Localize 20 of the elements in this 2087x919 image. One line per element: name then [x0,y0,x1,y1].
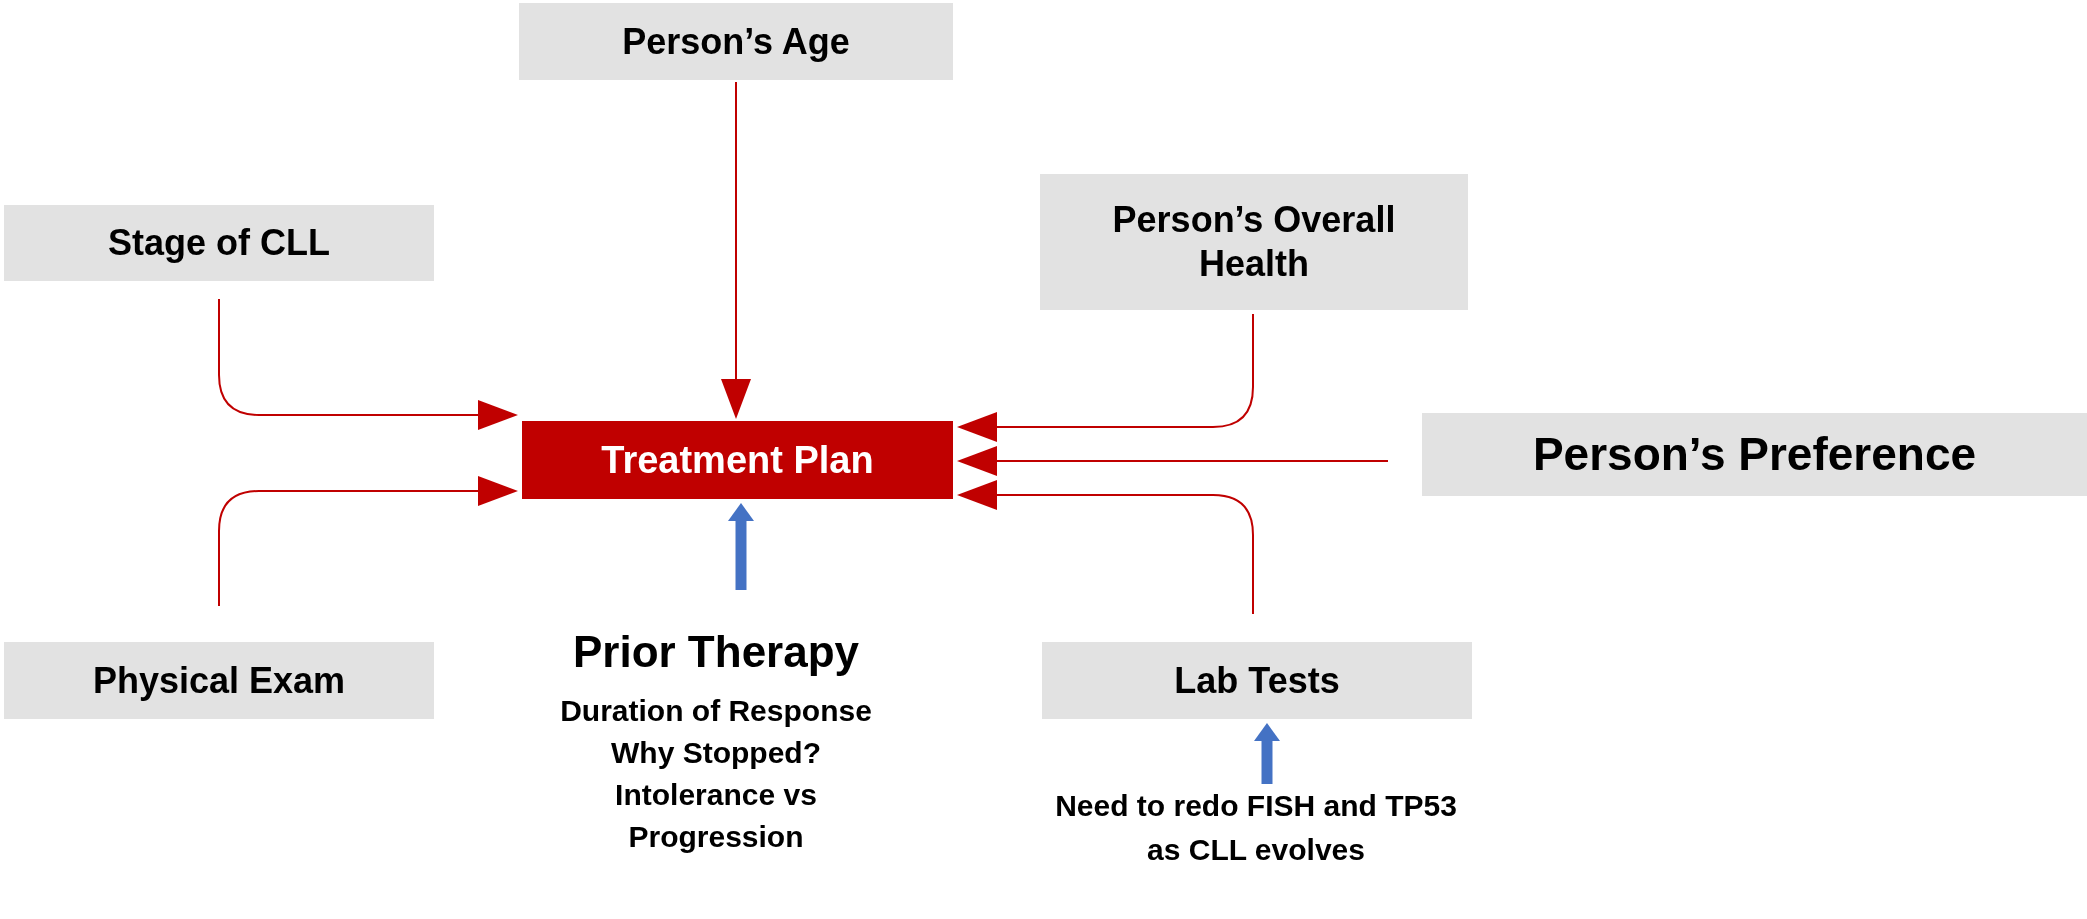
block-arrow [728,503,754,590]
arrow [218,298,518,430]
factor-box: Lab Tests [1042,642,1472,719]
factor-box: Stage of CLL [4,205,434,281]
note: Need to redo FISH and TP53 as CLL evolves [1054,788,1458,868]
arrow [957,313,1254,442]
arrow [218,476,518,607]
factor-box: Person’s Preference [1422,413,2087,496]
text-line: Intolerance vs Progression [614,777,818,855]
arrow [957,446,1389,476]
arrow [957,480,1254,615]
heading: Prior Therapy [572,626,860,678]
factor-box: Person’s Age [519,3,953,80]
text-line: Duration of Response [560,693,872,729]
treatment-plan-box: Treatment Plan [522,421,953,499]
block-arrow [1254,723,1280,784]
text-line: Why Stopped? [611,735,821,771]
factor-box: Person’s Overall Health [1040,174,1468,310]
factor-box: Physical Exam [4,642,434,719]
arrow [721,81,751,419]
